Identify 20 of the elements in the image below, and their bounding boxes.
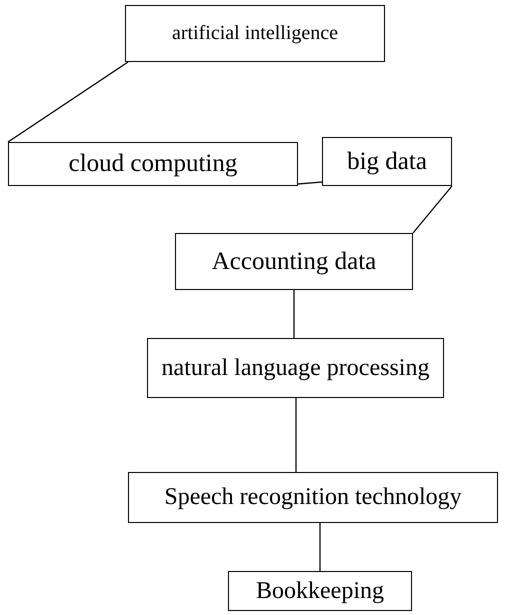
process-box — [125, 5, 385, 62]
connector-line — [8, 62, 128, 142]
box-label: natural language processing — [162, 354, 430, 382]
connector-line — [319, 523, 321, 571]
connector-line — [295, 398, 297, 472]
box-label: big data — [347, 148, 427, 176]
box-label: cloud computing — [68, 150, 238, 178]
box-label: Bookkeeping — [256, 578, 384, 604]
process-box — [228, 571, 412, 611]
process-box — [128, 472, 498, 523]
process-box — [8, 142, 298, 186]
box-label: artificial intelligence — [172, 22, 338, 45]
box-label: Accounting data — [212, 248, 376, 276]
process-box — [322, 137, 452, 186]
connector-line — [298, 181, 322, 185]
process-box — [175, 233, 413, 290]
connector-line — [412, 186, 452, 234]
process-box — [147, 338, 444, 398]
box-label: Speech recognition technology — [164, 484, 462, 511]
connector-line — [293, 290, 295, 338]
